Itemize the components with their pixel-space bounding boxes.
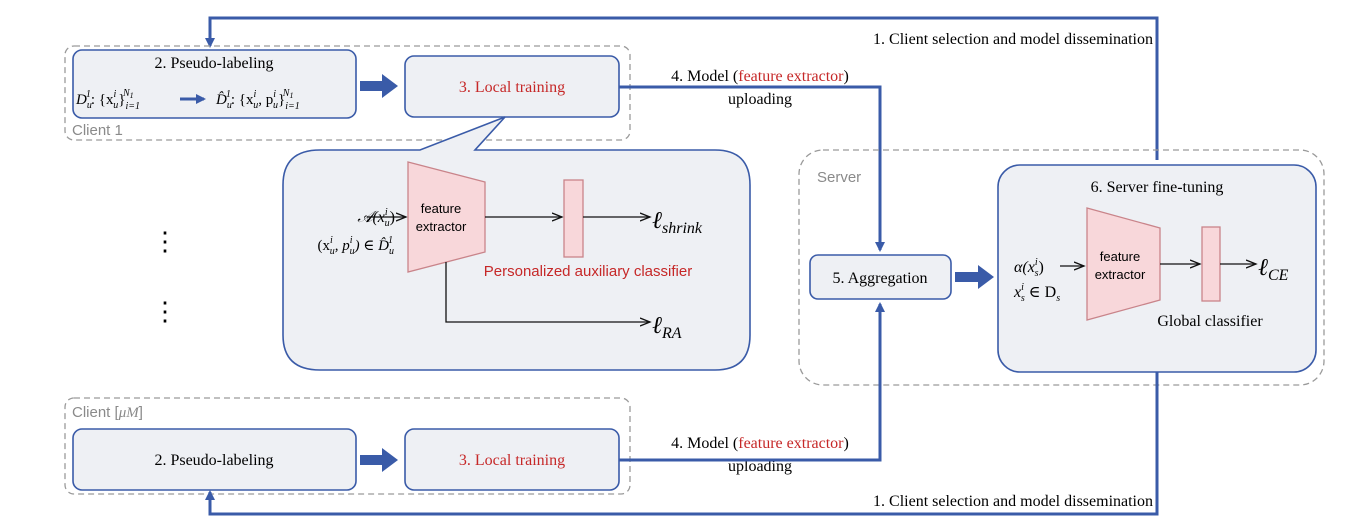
client1-upload-line2: uploading <box>728 91 792 108</box>
clientM-local-training-label: 3. Local training <box>459 452 565 469</box>
aggregation-box <box>809 254 952 300</box>
clientM-container <box>64 397 631 495</box>
aggregation-label: 5. Aggregation <box>832 270 927 287</box>
bottom-dissemination-caption: 1. Client selection and model disseminat… <box>873 493 1153 510</box>
server-finetune-title: 6. Server fine-tuning <box>1091 179 1224 196</box>
clientM-pseudo-title: 2. Pseudo-labeling <box>154 452 273 469</box>
client1-upload-path <box>619 85 885 252</box>
client1-pseudo-title: 2. Pseudo-labeling <box>154 55 273 72</box>
client1-local-training-label: 3. Local training <box>459 79 565 96</box>
client1-upload-line1: 4. Model (feature extractor) <box>671 68 849 85</box>
callout-input-augmented: 𝒜(xiu) <box>357 207 395 229</box>
server-extractor-label-1: feature <box>1100 249 1140 264</box>
server-global-classifier <box>1201 226 1221 302</box>
server-loss-ce: ℓCE <box>1258 255 1289 284</box>
local-training-detail-callout <box>282 116 751 371</box>
clientM-upload-line1: 4. Model (feature extractor) <box>671 435 849 452</box>
server-classifier-label: Global classifier <box>1157 313 1263 330</box>
callout-feature-extractor <box>407 161 486 273</box>
ellipsis-dots-1: ⋮ <box>152 227 178 256</box>
bottom-dissemination-path <box>205 372 1159 516</box>
clientM-to-training-arrow <box>360 448 398 472</box>
clientM-label: Client [μM] <box>72 404 143 421</box>
clientM-upload-path <box>619 302 885 462</box>
server-extractor-label-2: extractor <box>1095 267 1146 282</box>
callout-extractor-label-1: feature <box>421 201 461 216</box>
callout-extractor-to-ra-arrow <box>445 262 650 322</box>
clientM-upload-line2: uploading <box>728 458 792 475</box>
top-dissemination-caption: 1. Client selection and model disseminat… <box>873 31 1153 48</box>
server-label: Server <box>817 169 861 186</box>
callout-auxiliary-classifier <box>563 179 584 258</box>
client1-label: Client 1 <box>72 122 123 139</box>
client1-container <box>64 45 631 141</box>
callout-loss-shrink: ℓshrink <box>652 208 703 237</box>
top-dissemination-path <box>205 16 1159 160</box>
client1-to-training-arrow <box>360 74 398 98</box>
callout-classifier-label: Personalized auxiliary classifier <box>484 263 692 280</box>
client1-pseudo-labeling-box <box>72 49 357 119</box>
aggregation-to-finetune-arrow <box>955 265 994 289</box>
ellipsis-dots-2: ⋮ <box>152 297 178 326</box>
callout-extractor-label-2: extractor <box>416 219 467 234</box>
callout-loss-ra: ℓRA <box>652 313 682 342</box>
server-feature-extractor <box>1086 207 1161 321</box>
